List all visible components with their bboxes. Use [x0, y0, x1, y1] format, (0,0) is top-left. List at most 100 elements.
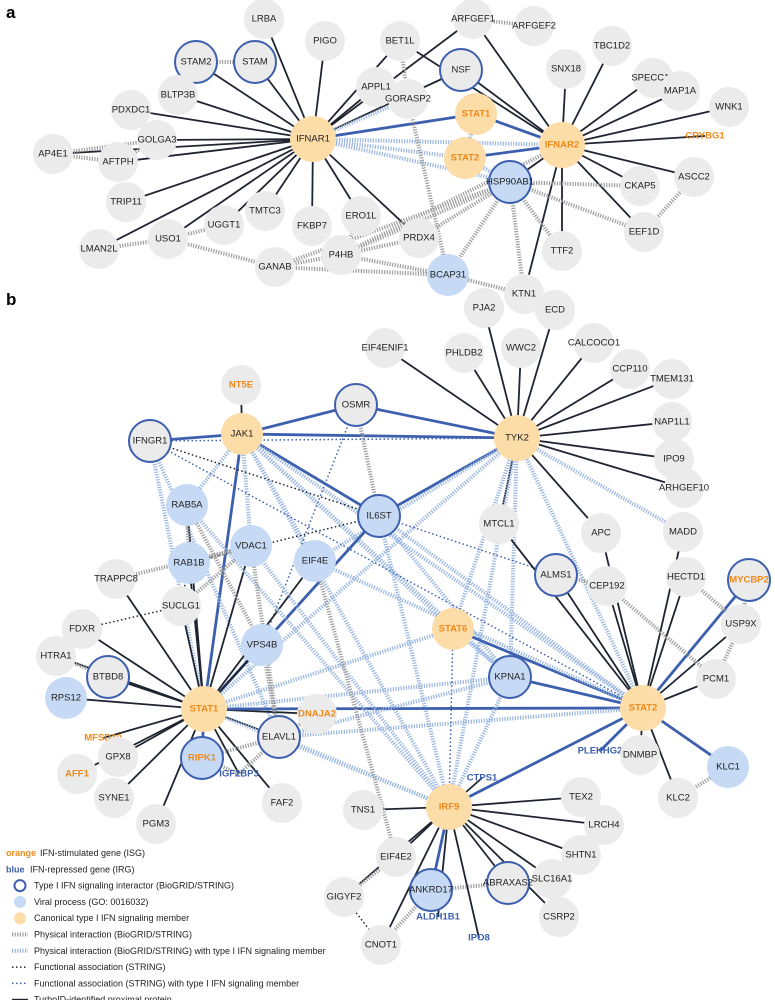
edge-ANKRD17-CNOT1: [379, 888, 433, 947]
node-circle: [561, 777, 601, 817]
node-label: HSP90AB1: [486, 177, 534, 188]
node-circle: [532, 859, 572, 899]
node-circle: [592, 26, 632, 66]
legend-key: orange: [6, 848, 36, 858]
node-osmr: OSMR: [334, 383, 378, 427]
edge-HSP90AB1-EEF1D: [509, 180, 645, 234]
node-klc2: KLC2: [658, 778, 698, 818]
legend-key: blue: [6, 864, 25, 874]
edge-IFNAR1-TRIP11: [125, 138, 314, 203]
node-arfgef1: ARFGEF1: [451, 0, 495, 39]
node-kpna1: KPNA1: [488, 655, 532, 699]
edge-IFNAR2-CRYBG1: [561, 135, 706, 146]
node-circle: [501, 328, 541, 368]
edge-IL6ST-IRF9: [377, 515, 451, 808]
node-circle: [542, 231, 582, 271]
edge-KPNA1-ELAVL1: [278, 675, 511, 739]
edge-STAT2-ELAVL1: [278, 706, 644, 739]
node-stat2: STAT2: [620, 685, 666, 731]
node-eif4enif1: EIF4ENIF1: [362, 328, 409, 368]
node-label: FDXR: [69, 624, 95, 635]
node-label: KPNA1: [494, 672, 525, 683]
node-label: EIF4ENIF1: [362, 343, 409, 354]
node-arhgef10: ARHGEF10: [659, 468, 709, 508]
edge-TYK2-STAT2: [515, 437, 645, 709]
node-label: CEP192: [589, 581, 624, 592]
node-fkbp7: FKBP7: [292, 206, 332, 246]
edge-STAT2-MYCBP2: [641, 579, 751, 709]
node-fdxr: FDXR: [62, 609, 102, 649]
node-aldh1b1: ALDH1B1: [416, 912, 461, 923]
edge-IFNAR2-ARFGEF1: [472, 18, 563, 146]
node-label: ABRAXAS2: [483, 878, 533, 889]
node-label: LRBA: [252, 14, 277, 25]
node-label: PHLDB2: [446, 348, 483, 359]
node-trip11: TRIP11: [106, 182, 146, 222]
edge-RAB5A-RAB1B: [185, 504, 191, 564]
node-ripk1: RIPK1: [180, 736, 224, 780]
node-pja2: PJA2: [464, 288, 504, 328]
node-phldb2: PHLDB2: [444, 333, 484, 373]
node-label: NSF: [452, 65, 471, 76]
node-label: ELAVL1: [262, 732, 296, 743]
node-label: CCP110: [612, 364, 647, 375]
node-hectd1: HECTD1: [666, 557, 706, 597]
node-circle: [658, 778, 698, 818]
node-ap4e1: AP4E1: [33, 134, 73, 174]
node-label: SPECC1L: [631, 73, 674, 84]
node-klc1: KLC1: [707, 746, 749, 788]
node-circle: [98, 142, 138, 182]
edge-IFNAR2-BET1L: [399, 40, 563, 146]
node-label: ARFGEF1: [451, 14, 495, 25]
node-label: MADD: [669, 527, 697, 538]
node-circle: [321, 235, 361, 275]
edge-STAT1-VDAC1: [203, 545, 252, 710]
node-label: PIGO: [313, 36, 337, 47]
node-circle: [221, 413, 263, 455]
edge-OSMR-TYK2: [355, 403, 518, 440]
node-ifnar2: IFNAR2: [539, 122, 585, 168]
node-circle: [244, 0, 284, 39]
node-label: TNS1: [351, 805, 375, 816]
node-circle: [98, 737, 138, 777]
edge-IFNAR1-STAM2: [195, 61, 314, 140]
edge-STAT1-TRAPPC8: [115, 578, 205, 710]
legend-item-5: Physical interaction (BioGRID/STRING): [12, 930, 192, 940]
node-circle: [57, 754, 97, 794]
node-circle: [707, 746, 749, 788]
node-label: SLC16A1: [532, 874, 573, 885]
node-label: VDAC1: [235, 541, 267, 552]
node-label: TMTC3: [249, 206, 281, 217]
node-label: JAK1: [231, 429, 254, 440]
node-circle: [444, 137, 486, 179]
node-bet1l: BET1L: [380, 21, 420, 61]
edge-STAT1-KPNA1: [203, 675, 511, 711]
node-irf9: IRF9: [426, 784, 472, 830]
node-circle: [453, 0, 493, 39]
node-circle: [245, 191, 285, 231]
node-label: PDXDC1: [112, 105, 151, 116]
node-stat6: STAT6: [432, 608, 474, 650]
node-circle: [376, 837, 416, 877]
node-trappc8: TRAPPC8: [94, 559, 138, 599]
node-syne1: SYNE1: [94, 778, 134, 818]
node-circle: [620, 735, 660, 775]
node-csrp2: CSRP2: [539, 897, 579, 937]
node-nap1l1: NAP1L1: [652, 402, 692, 442]
edge-JAK1-TYK2: [241, 432, 518, 440]
node-label: APC: [591, 528, 611, 539]
node-label: ARFGEF2: [512, 21, 556, 32]
node-stat2: STAT2: [444, 137, 486, 179]
node-label: NT5E: [229, 380, 253, 391]
node-wnk1: WNK1: [709, 87, 749, 127]
node-label: USP9X: [725, 619, 757, 630]
node-circle: [514, 6, 554, 46]
node-cnot1: CNOT1: [361, 925, 401, 965]
node-circle: [292, 206, 332, 246]
node-circle: [696, 659, 736, 699]
node-htra1: HTRA1: [36, 636, 76, 676]
node-label: KTN1: [512, 289, 536, 300]
edge-ASCC2-EEF1D: [642, 175, 696, 234]
node-circle: [409, 868, 453, 912]
